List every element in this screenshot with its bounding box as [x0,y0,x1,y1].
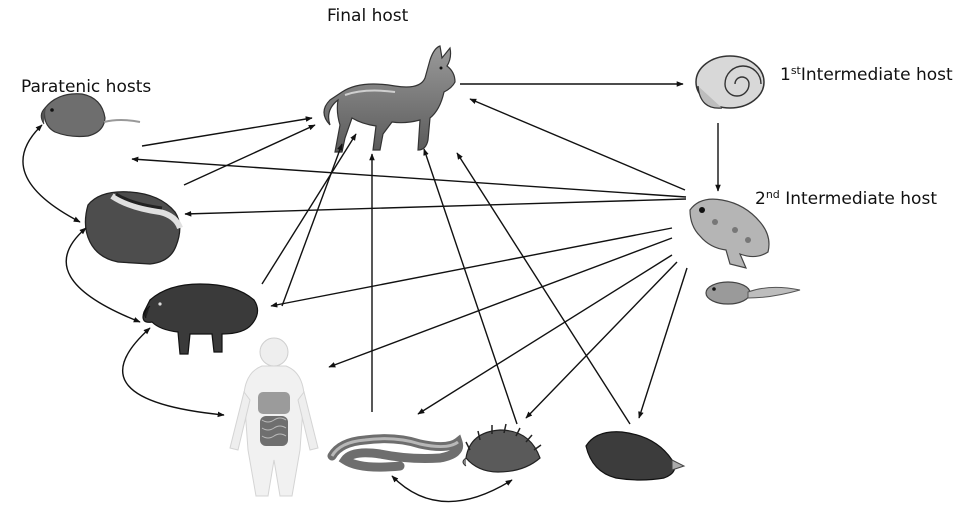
snail-icon [696,56,764,108]
arrow-frog-to-rat [132,159,686,197]
arrow-frog-to-final [470,99,685,190]
arrow-frog-to-snake [418,255,672,414]
boar-icon [143,284,258,354]
arrow-frog-to-mole [639,268,687,418]
badger-icon [85,192,180,264]
arrow-snake-hedgehog [392,476,512,502]
arrow-frog-to-human [329,238,672,367]
mole-icon [586,432,684,480]
hedgehog-icon [463,424,541,472]
arrow-rat-to-final [142,118,312,146]
arrow-rat-badger [23,125,80,222]
snake-icon [332,439,459,467]
tadpole-icon [706,282,800,304]
arrow-frog-to-badger [185,199,686,214]
frog-icon [690,199,769,268]
jackal-icon [324,46,455,152]
arrow-mole-to-final [457,153,630,424]
arrow-badger-to-final [184,125,315,185]
arrow-boar-human [123,328,224,415]
human-icon [230,338,318,496]
arrow-human-to-final [282,144,342,306]
arrow-frog-to-hedgehog [526,262,677,418]
arrow-hedgehog-to-final [424,149,517,424]
rat-icon [41,94,140,137]
arrow-frog-to-boar [271,228,672,306]
